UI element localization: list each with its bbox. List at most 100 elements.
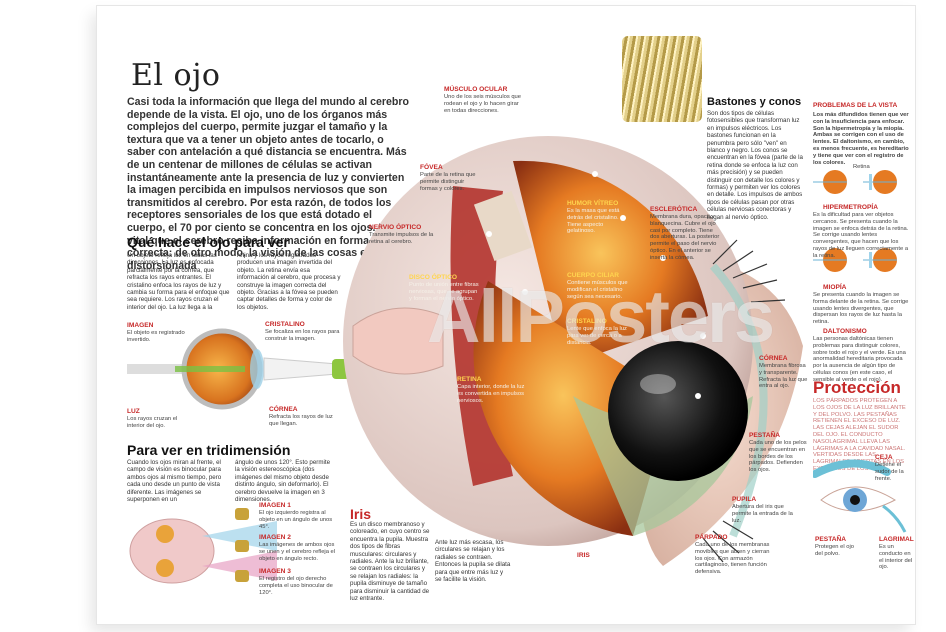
heading-problemas: PROBLEMAS DE LA VISTA xyxy=(813,102,898,109)
iris-text2: Ante luz más escasa, los circulares se r… xyxy=(435,539,511,584)
note-fovea: Parte de la retina que permite distingui… xyxy=(420,172,476,192)
label-disco-optico: DISCO ÓPTICO xyxy=(409,274,457,281)
label-nervio-optico: NERVIO ÓPTICO xyxy=(369,224,422,231)
vision-problems-diagrams xyxy=(813,170,897,272)
note-cristalino: Lente que enfoca la luz para ver de cerc… xyxy=(567,326,627,346)
label-cornea: CÓRNEA xyxy=(759,355,788,362)
label-esclerotica: ESCLERÓTICA xyxy=(650,206,698,213)
protection-pupil xyxy=(850,495,860,505)
label-parpado: PÁRPADO xyxy=(695,534,728,541)
note-lagrimal: Es un conducto en el interior del ojo. xyxy=(879,544,913,571)
label-imagen3: IMAGEN 3 xyxy=(259,568,291,575)
note-esclerotica: Membrana dura, opaca y blanquecina. Cubr… xyxy=(650,214,720,261)
small-lens xyxy=(250,349,264,389)
note-imagen2: Las imágenes de ambos ojos se unen y el … xyxy=(259,542,336,562)
label-lagrimal: LAGRIMAL xyxy=(879,536,914,543)
que-hace-col1: Un objeto refleja luz en todas las direc… xyxy=(127,252,230,311)
label-daltonismo: DALTONISMO xyxy=(823,328,867,335)
note-cuerpo-ciliar: Contiene músculos que modifican el crist… xyxy=(567,280,628,300)
label-imagen2: IMAGEN 2 xyxy=(259,534,291,541)
section-heading-bastones: Bastones y conos xyxy=(707,96,802,108)
label-cornea-small: CÓRNEA xyxy=(269,406,298,413)
note-imagen3: El registro del ojo derecho completa el … xyxy=(259,576,333,596)
label-pupila: PUPILA xyxy=(732,496,757,503)
label-iris: IRIS xyxy=(577,552,590,559)
tridimension-col1: Cuando los ojos miran al frente, el camp… xyxy=(127,459,222,504)
left-eye-small xyxy=(156,525,174,543)
note-hipermetropia: Es la dificultad para ver objetos cercan… xyxy=(813,212,909,259)
label-cuerpo-ciliar: CUERPO CILIAR xyxy=(567,272,620,279)
section-heading-iris: Iris xyxy=(350,506,372,522)
note-imagen1: El ojo izquierdo registra al objeto en u… xyxy=(259,510,333,530)
note-miopia: Se presenta cuando la imagen se forma de… xyxy=(813,292,909,326)
label-pestana: PESTAÑA xyxy=(749,432,781,439)
inverted-image-ray xyxy=(175,366,245,372)
note-nervio-optico: Transmite impulsos de la retina al cereb… xyxy=(369,232,434,245)
light-rays xyxy=(263,357,338,381)
section-heading-tridimension: Para ver en tridimensión xyxy=(127,442,291,458)
note-pupila: Abertura del iris que permite la entrada… xyxy=(732,504,793,524)
tridimension-col2: ángulo de unos 120°. Esto permite la vis… xyxy=(235,459,331,504)
right-eye-small xyxy=(156,559,174,577)
note-imagen: El objeto es registrado invertido. xyxy=(127,330,185,343)
note-luz: Los rayos cruzan el interior del ojo. xyxy=(127,416,178,429)
layer-steps xyxy=(473,190,533,262)
label-musculo-ocular: MÚSCULO OCULAR xyxy=(444,86,508,93)
que-hace-col2: retina y los rayos registrados producen … xyxy=(237,252,341,311)
view-cone-1 xyxy=(202,521,277,551)
note-retina: Capa interior, donde la luz es convertid… xyxy=(457,384,525,404)
note-cornea-small: Refracta los rayos de luz que llegan. xyxy=(269,414,333,427)
tear-duct xyxy=(882,504,907,533)
eye-cross-section xyxy=(343,123,803,566)
section-heading-que-hace: Qué hace el ojo para ver xyxy=(127,234,289,250)
iris-text1: Es un disco membranoso y coloreado, en c… xyxy=(350,521,430,603)
label-imagen1: IMAGEN 1 xyxy=(259,502,291,509)
label-cristalino-small: CRISTALINO xyxy=(265,321,305,328)
note-cristalino-small: Se focaliza en los rayos para construir … xyxy=(265,329,340,342)
cup-2 xyxy=(235,540,249,552)
cup-3 xyxy=(235,570,249,582)
eyelashes-lower xyxy=(702,520,754,563)
stereo-cups xyxy=(235,508,249,582)
note-pestana-proteccion: Protegen el ojo del polvo. xyxy=(815,544,854,557)
cornea-arc xyxy=(710,263,768,538)
problem-eye-2 xyxy=(813,248,897,272)
eyelashes xyxy=(712,239,786,303)
rods-cones-photo xyxy=(622,36,702,122)
note-pestana: Cada uno de los pelos que se encuentran … xyxy=(749,440,807,474)
label-retina: RETINA xyxy=(457,376,482,383)
proteccion-text: LOS PÁRPADOS PROTEGEN A LOS OJOS DE LA L… xyxy=(813,398,906,472)
note-daltonismo: Las personas daltónicas tienen problemas… xyxy=(813,336,906,383)
optic-nerve-bar xyxy=(127,364,187,374)
lens-highlight xyxy=(640,374,676,394)
intro-text: Casi toda la información que llega del m… xyxy=(127,96,409,272)
watermark-logo: AllPosters xyxy=(427,275,775,358)
page-title: El ojo xyxy=(131,58,221,93)
inner-upper xyxy=(513,160,708,366)
label-fovea: FÓVEA xyxy=(420,164,443,171)
optic-nerve xyxy=(352,307,444,375)
label-ceja: CEJA xyxy=(875,454,893,461)
eyebrow xyxy=(813,459,891,478)
note-humor-vitreo: Es la masa que está detrás del cristalin… xyxy=(567,208,620,235)
cup-1 xyxy=(235,508,249,520)
note-disco-optico: Punto de unión entre fibras nerviosas, q… xyxy=(409,282,479,302)
label-humor-vitreo: HUMOR VÍTREO xyxy=(567,200,619,207)
label-retina-small: Retina xyxy=(853,164,870,170)
problemas-intro: Los más difundidos tienen que ver con la… xyxy=(813,112,909,166)
vision-diagram xyxy=(127,328,360,410)
section-heading-proteccion: Protección xyxy=(813,378,901,397)
bastones-text: Son dos tipos de células fotosensibles q… xyxy=(707,110,803,221)
label-hipermetropia: HIPERMETROPÍA xyxy=(823,204,878,211)
label-imagen: IMAGEN xyxy=(127,322,154,329)
brain-shape xyxy=(129,518,215,584)
note-musculo-ocular: Uno de los seis músculos que rodean el o… xyxy=(444,94,522,114)
label-miopia: MIOPÍA xyxy=(823,284,847,291)
leader-dots xyxy=(486,123,706,399)
label-pestana-proteccion: PESTAÑA xyxy=(815,536,847,543)
note-parpado: Cada uno de los membranas movibles que a… xyxy=(695,542,770,576)
stereo-diagram xyxy=(129,518,277,584)
view-cone-2 xyxy=(202,551,277,581)
protection-eye xyxy=(813,459,907,533)
poster-canvas: El ojo Casi toda la información que lleg… xyxy=(97,6,915,624)
